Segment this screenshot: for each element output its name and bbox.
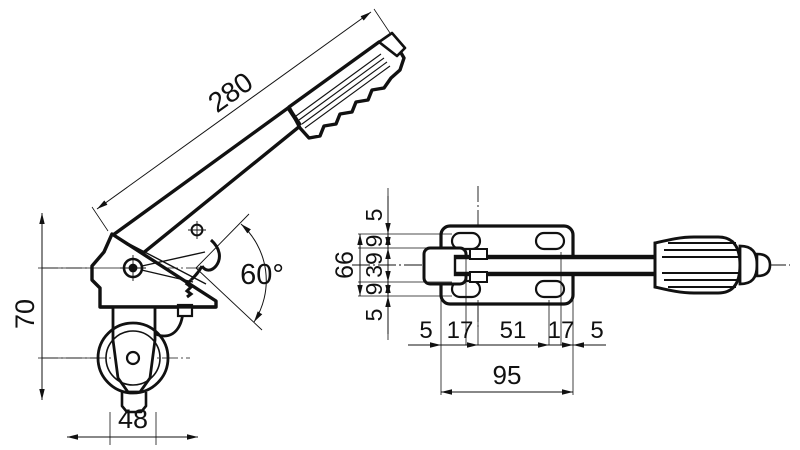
dimension-horizontal-chain: 5 17 51 17 5	[408, 317, 606, 348]
side-elevation-view: 70 48 280 60°	[10, 8, 407, 445]
hook-latch	[184, 238, 221, 299]
dimension-v9-bottom-label: 9	[361, 283, 387, 296]
caster-fork	[111, 305, 157, 414]
plan-horizontal-extension-lines	[440, 252, 574, 395]
dimension-48: 48	[67, 404, 198, 445]
dimension-48-label: 48	[118, 404, 148, 434]
dimension-95-label: 95	[493, 360, 522, 390]
dimension-60-degree: 60°	[195, 213, 284, 331]
dimension-v5-top: 5	[361, 196, 391, 234]
dimension-h17-left-label: 17	[447, 317, 474, 344]
dimension-v5-top-label: 5	[361, 209, 387, 222]
knob-ribs	[662, 241, 740, 289]
dimension-h51-label: 51	[500, 317, 527, 344]
dimension-60-label: 60°	[240, 259, 284, 291]
dimension-70-label: 70	[10, 299, 40, 329]
plan-view: 5 9 39 9 5 66	[331, 186, 790, 395]
dimension-v5-bottom: 5	[361, 296, 391, 334]
dimension-h17-right-label: 17	[548, 317, 575, 344]
mounting-slot-top-left	[450, 231, 482, 251]
dimension-70: 70	[10, 213, 120, 400]
handle-knob	[653, 235, 772, 295]
dimension-v9-top-label: 9	[361, 235, 387, 248]
dimension-66: 66	[331, 234, 363, 296]
mounting-slot-top-right	[534, 231, 566, 251]
dimension-v9-bottom: 9	[361, 282, 391, 296]
dimension-66-label: 66	[331, 251, 359, 279]
dimension-v39-label: 39	[361, 252, 387, 278]
dimension-h5-right-label: 5	[590, 317, 603, 344]
main-pivot-circle	[120, 255, 146, 281]
secondary-pivot-circle	[188, 221, 206, 239]
dimension-v5-bottom-label: 5	[361, 309, 387, 322]
dimension-v9-top: 9	[361, 234, 391, 248]
mounting-slot-bottom-right	[534, 279, 566, 299]
dimension-95: 95	[441, 360, 573, 395]
rod-yoke-block	[469, 248, 488, 283]
plunger-rod	[453, 254, 657, 277]
dimension-v39: 39	[361, 248, 391, 282]
dimension-h5-left-label: 5	[419, 317, 432, 344]
